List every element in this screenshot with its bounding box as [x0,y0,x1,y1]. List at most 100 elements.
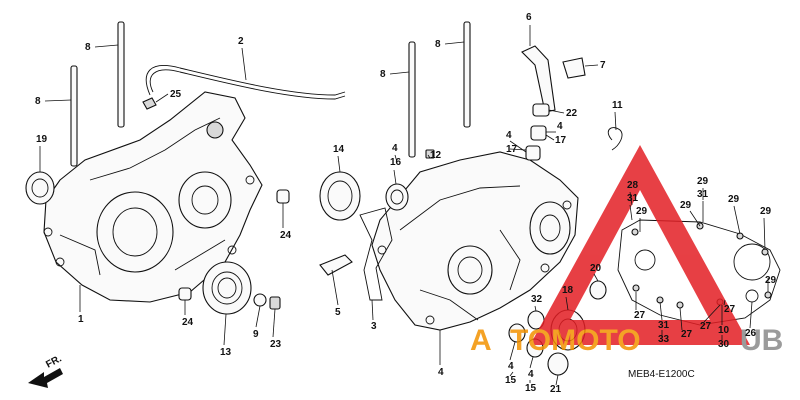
callout-label-11: 11 [612,100,623,111]
watermark-logo: A TOMOTO UB [470,145,783,357]
callout-label-12: 12 [430,150,442,161]
callout-leader-16 [393,169,397,185]
callout-label-25: 25 [170,89,182,100]
callout-label-4: 4 [438,367,444,378]
callout-leader-8 [389,71,410,75]
callout-leader-32 [534,305,537,312]
stud-bolts-right [408,21,471,158]
breather-tube [145,65,346,100]
callout-label-24: 24 [182,317,194,328]
callout-leader-5 [331,269,339,306]
callout-leader-27 [723,299,726,306]
callout-label-24: 24 [280,230,292,241]
watermark-text-left: A [470,324,492,357]
callout-label-4: 4 [508,361,514,372]
callout-label-4: 4 [528,369,534,380]
callout-label-3: 3 [371,321,377,332]
callout-leader-17 [545,134,555,141]
callout-label-15: 15 [505,375,517,386]
stud-bolts-left [70,21,125,167]
callout-label-30: 30 [718,339,730,350]
crankcase-gasket [359,207,393,301]
callout-leader-17 [509,148,527,151]
callout-leader-14 [337,155,341,173]
callout-label-17: 17 [555,135,567,146]
callout-leader-23 [272,308,276,338]
callout-label-18: 18 [562,285,574,296]
callout-leader-13 [223,313,227,346]
callout-label-21: 21 [550,384,562,395]
callout-label-22: 22 [566,108,578,119]
callout-leader-29 [763,217,766,251]
callout-leader-26 [749,301,753,329]
right-cover-gasket [617,219,781,326]
callout-leader-11 [614,111,617,131]
direction-label: FR. [44,353,64,370]
callout-label-29: 29 [728,194,740,205]
callout-leader-21 [555,374,559,386]
oil-seal-left [25,171,55,205]
callout-label-10: 10 [718,325,730,336]
callout-label-17: 17 [506,144,518,155]
callout-leader-2 [241,47,247,81]
callout-leader-3 [371,299,374,321]
bushings [525,103,550,161]
callout-label-5: 5 [335,307,341,318]
callout-label-16: 16 [390,157,402,168]
right-crankcase-half [371,151,579,331]
callout-leader-4 [509,341,516,361]
callout-label-4: 4 [557,121,563,132]
callout-label-8: 8 [35,96,41,107]
callout-leader-7 [584,64,599,67]
callout-label-19: 19 [36,134,48,145]
breather-plate [319,254,353,276]
callout-leader-18 [565,296,569,311]
callout-leader-29 [733,205,741,235]
callout-label-33: 33 [658,334,670,345]
callout-leader-29 [689,210,701,227]
watermark-triangle [530,145,750,345]
callout-label-13: 13 [220,347,232,358]
callout-leader-15 [509,371,514,377]
callout-label-1: 1 [78,314,84,325]
callout-label-31: 31 [627,193,639,204]
callout-label-31: 31 [658,320,670,331]
callout-label-8: 8 [380,69,386,80]
callout-leader-28 [629,191,633,206]
callout-leader-27 [679,307,683,331]
callout-label-23: 23 [270,339,282,350]
callout-label-14: 14 [333,144,345,155]
oil-seal-20 [589,280,607,300]
callout-label-29: 29 [765,275,777,286]
callout-leader-8 [444,41,465,45]
dowel-pins-left [178,189,290,301]
callout-leader-25 [155,93,169,103]
callout-leader-31 [659,301,663,321]
callout-label-4: 4 [392,143,398,154]
watermark-text-right: UB [740,324,783,357]
callout-label-29: 29 [680,200,692,211]
callout-label-28: 28 [627,180,639,191]
callout-label-7: 7 [600,60,606,71]
callout-label-27: 27 [700,321,712,332]
callout-leader-20 [593,273,599,282]
hose-clip [142,97,157,110]
callout-leader-9 [255,305,261,328]
callout-leader-22 [548,109,565,114]
callout-label-2: 2 [238,36,244,47]
diagram-code: MEB4-E1200C [628,369,695,380]
callout-label-9: 9 [253,329,259,340]
watermark-text-mid: TOMOTO [510,324,641,357]
callout-label-29: 29 [636,206,648,217]
front-direction-arrow: FR. [28,353,64,388]
callout-leader-4 [394,154,398,163]
shift-arm-and-spring [521,45,586,113]
oil-seal-14 [319,171,361,221]
callout-label-6: 6 [526,12,532,23]
oil-seal-16 [385,183,409,211]
callout-label-29: 29 [760,206,772,217]
callout-label-31: 31 [697,189,709,200]
callout-leader-8 [44,99,72,102]
